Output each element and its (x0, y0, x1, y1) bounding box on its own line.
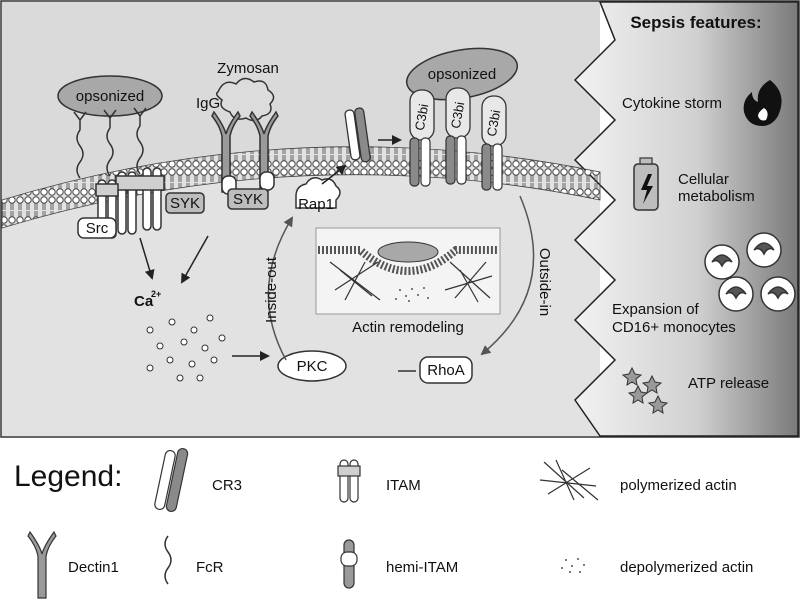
svg-text:Ca: Ca (134, 293, 154, 310)
opsonized-right-label: opsonized (428, 66, 496, 83)
rap1-activation-arrow (321, 164, 347, 185)
sepsis-item-metabolism-label2: metabolism (678, 188, 755, 205)
cr3-inactive (344, 107, 371, 163)
igg-label: IgG (196, 95, 220, 112)
src-to-calcium-arrow (139, 237, 155, 280)
legend-fcr-icon (164, 535, 172, 585)
legend-hemi-itam-icon (340, 539, 358, 589)
legend-itam-label: ITAM (386, 477, 421, 494)
sepsis-item-cytokine-label: Cytokine storm (622, 95, 722, 112)
outside-in-label: Outside-in (536, 248, 553, 316)
sepsis-title: Sepsis features: (630, 13, 761, 32)
zymosan-label: Zymosan (217, 60, 279, 77)
svg-text:SYK: SYK (170, 195, 200, 212)
rhoa-node: RhoA (398, 356, 473, 384)
svg-text:Src: Src (86, 220, 109, 237)
svg-text:Rap1: Rap1 (298, 196, 334, 213)
zymosan-particle: Zymosan (215, 60, 279, 122)
svg-text:PKC: PKC (297, 358, 328, 375)
legend-hemi-itam-label: hemi-ITAM (386, 559, 458, 576)
legend-depolymerized-actin-label: depolymerized actin (620, 559, 753, 576)
dectin1-receptors (211, 110, 279, 195)
svg-text:C3bi: C3bi (484, 109, 503, 138)
c3bi-integrins: C3bi C3bi C3bi (409, 87, 507, 191)
rap1-protein: Rap1 (295, 177, 341, 213)
inside-out-label: Inside-out (263, 256, 280, 323)
svg-text:SYK: SYK (233, 191, 263, 208)
sepsis-panel (573, 1, 799, 437)
outside-in-arrow (480, 195, 535, 356)
legend-dectin1-label: Dectin1 (68, 559, 119, 576)
calcium-ions (146, 314, 226, 382)
sepsis-item-metabolism-label: Cellular (678, 171, 729, 188)
syk-to-calcium-arrow (181, 235, 209, 284)
src-kinase: Src (77, 217, 117, 239)
star-cluster-icon (621, 366, 669, 414)
svg-text:C3bi: C3bi (412, 103, 431, 132)
legend-dectin1-icon (27, 530, 57, 599)
syk-kinase-left: SYK (165, 192, 205, 214)
actin-remodeling-label: Actin remodeling (352, 319, 464, 336)
opsonized-particle-left: opsonized (57, 75, 163, 117)
opsonized-left-label: opsonized (76, 88, 144, 105)
legend-itam-icon (337, 459, 361, 503)
sepsis-item-atp-label: ATP release (688, 375, 769, 392)
legend-title: Legend: (14, 460, 122, 493)
svg-text:2+: 2+ (151, 289, 161, 299)
battery-icon (633, 157, 659, 211)
sepsis-item-expansion-label: Expansion of (612, 301, 700, 318)
legend-polymerized-actin-icon (539, 459, 599, 501)
flame-icon (743, 80, 782, 126)
legend-fcr-label: FcR (196, 559, 224, 576)
svg-text:RhoA: RhoA (427, 362, 465, 379)
calcium-label: Ca 2+ (134, 289, 161, 310)
monocytes-icon (704, 232, 796, 312)
actin-remodeling-inset: Actin remodeling (315, 227, 501, 336)
fcr-receptor-group (73, 107, 147, 179)
legend-polymerized-actin-label: polymerized actin (620, 477, 737, 494)
legend-cr3-label: CR3 (212, 477, 242, 494)
sepsis-item-expansion-label2: CD16+ monocytes (612, 319, 736, 336)
svg-text:C3bi: C3bi (448, 101, 467, 130)
legend-cr3-icon (154, 447, 189, 513)
syk-kinase-right: SYK (227, 188, 269, 210)
legend-depolymerized-actin-icon (561, 558, 585, 573)
inside-out-arrow (267, 216, 294, 361)
pkc-node: PKC (277, 350, 347, 382)
